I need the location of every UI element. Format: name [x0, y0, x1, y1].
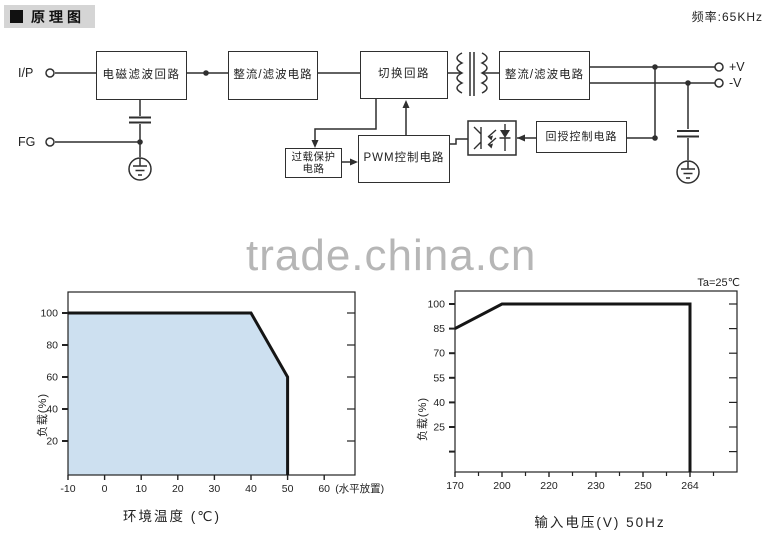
- block-rectifier-input: 整流/滤波电路: [228, 51, 318, 100]
- block-rectifier-output: 整流/滤波电路: [499, 51, 590, 100]
- tick-labels: -10 0 10 20 30 40 50 60 (水平放置) 20 40 60 80 100: [40, 308, 384, 496]
- x-axis-label: 输入电压(V) 50Hz: [534, 515, 666, 530]
- terminal-ip-label: I/P: [18, 66, 34, 80]
- title-marker-icon: [10, 10, 23, 23]
- capacitor-icon: [129, 116, 151, 124]
- capacitor-icon: [677, 130, 699, 138]
- svg-text:60: 60: [318, 483, 330, 495]
- watermark: trade.china.cn: [246, 231, 537, 280]
- transformer-icon: [456, 52, 488, 96]
- svg-text:25: 25: [433, 422, 445, 434]
- svg-text:264: 264: [681, 480, 699, 492]
- tick-labels: 170 200 220 230 250 264 25 40 55 70 85 100: [427, 299, 698, 493]
- svg-text:20: 20: [172, 483, 184, 495]
- axis-ticks: [449, 303, 737, 477]
- frequency-label: 频率:65KHz: [691, 10, 763, 24]
- earth-ground-icon: [676, 160, 700, 184]
- junction-dots: [137, 64, 691, 145]
- arrowheads: [311, 100, 525, 166]
- earth-ground-icon: [128, 157, 152, 181]
- block-feedback-control: 回授控制电路: [536, 121, 627, 153]
- svg-text:220: 220: [540, 480, 558, 492]
- x-axis-label: 环境温度 (℃): [123, 509, 221, 524]
- terminal-vplus-label: +V: [729, 60, 745, 74]
- plot-border: [454, 290, 738, 473]
- svg-text:80: 80: [46, 340, 58, 352]
- axis-ticks: [62, 312, 355, 480]
- svg-text:230: 230: [587, 480, 605, 492]
- svg-text:40: 40: [46, 404, 58, 416]
- block-overload-protection: 过载保护 电路: [285, 148, 342, 178]
- svg-text:20: 20: [46, 436, 58, 448]
- svg-text:-10: -10: [60, 483, 75, 495]
- block-pwm-control: PWM控制电路: [358, 135, 450, 183]
- svg-text:(水平放置): (水平放置): [335, 482, 384, 495]
- plot-border: [67, 291, 356, 476]
- derating-area: [68, 313, 288, 475]
- block-emi-filter: 电磁滤波回路: [96, 51, 187, 100]
- svg-text:70: 70: [433, 348, 445, 360]
- wires: [55, 66, 715, 163]
- svg-text:100: 100: [427, 299, 445, 311]
- section-title-text: 原理图: [31, 8, 85, 25]
- svg-text:200: 200: [493, 480, 511, 492]
- terminal-circles: [45, 62, 724, 147]
- derating-curve: [454, 302, 692, 472]
- svg-text:170: 170: [446, 480, 464, 492]
- terminal-fg-label: FG: [18, 135, 36, 149]
- y-axis-label: 负载(%): [417, 396, 429, 442]
- svg-text:250: 250: [634, 480, 652, 492]
- derating-curve: [68, 311, 290, 475]
- section-title: 原理图: [4, 5, 95, 28]
- y-axis-label: 负载(%): [37, 392, 49, 438]
- svg-text:55: 55: [433, 372, 445, 384]
- svg-text:50: 50: [282, 483, 294, 495]
- block-switching: 切换回路: [360, 51, 448, 99]
- svg-text:0: 0: [102, 483, 108, 495]
- svg-text:60: 60: [46, 372, 58, 384]
- optocoupler-icon: [467, 120, 517, 156]
- svg-text:40: 40: [245, 483, 257, 495]
- terminal-vminus-label: -V: [729, 76, 742, 90]
- svg-text:85: 85: [433, 323, 445, 335]
- svg-text:40: 40: [433, 397, 445, 409]
- svg-text:10: 10: [135, 483, 147, 495]
- svg-text:100: 100: [40, 308, 58, 320]
- circuit-diagram: [45, 52, 724, 184]
- chart-annotation: Ta=25℃: [697, 277, 740, 289]
- svg-text:30: 30: [209, 483, 221, 495]
